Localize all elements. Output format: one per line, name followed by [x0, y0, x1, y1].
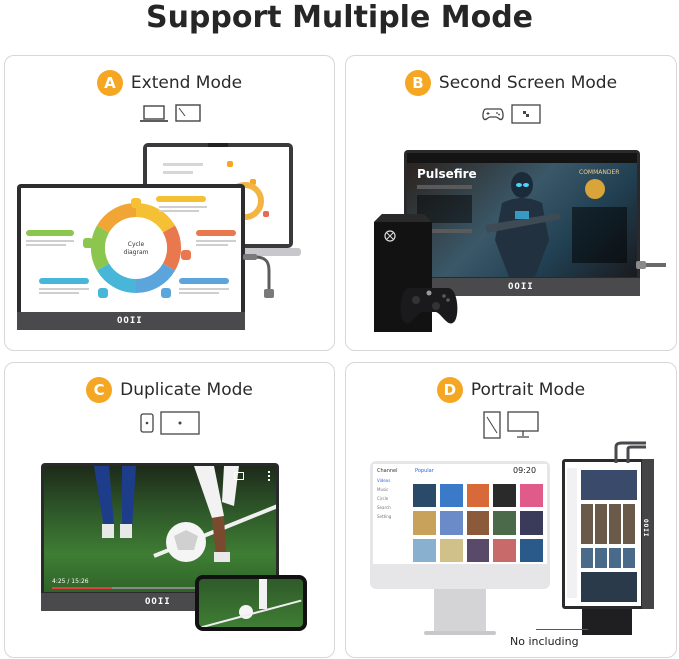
monitor-icon — [174, 104, 201, 122]
brand-logo: OOII — [117, 316, 143, 326]
panel-header: B Second Screen Mode — [346, 70, 676, 96]
mode-icons — [5, 411, 334, 435]
soldier-figure — [485, 172, 561, 277]
sidebar-item-music[interactable]: Music — [377, 487, 389, 492]
sidebar-item-search[interactable]: Search — [377, 505, 391, 510]
mode-label: Extend Mode — [130, 73, 243, 93]
sidebar: Videos Music Circle Search Setting — [377, 476, 407, 560]
clock: 09:20 — [513, 466, 537, 475]
sidebar-item-videos[interactable]: Videos — [377, 478, 391, 483]
monitor-icon — [511, 104, 541, 124]
panel-header: C Duplicate Mode — [5, 377, 334, 403]
portable-monitor: 4:25 / 15:26 OOII — [41, 463, 279, 611]
brand-logo: OOII — [145, 597, 171, 607]
mode-badge: C — [86, 377, 113, 403]
football-screen: 4:25 / 15:26 — [44, 466, 276, 592]
mode-icons — [346, 104, 676, 124]
mode-label: Second Screen Mode — [438, 73, 618, 93]
game-right-title: COMMANDER — [579, 169, 620, 176]
mode-badge: A — [96, 70, 123, 96]
window-title: Channel — [377, 468, 398, 474]
media-grid — [413, 484, 543, 562]
game-logo: Pulsefire — [417, 167, 477, 181]
portable-monitor: Cycle diagram — [17, 184, 245, 330]
mode-icons — [346, 411, 676, 439]
page-title: Support Multiple Mode — [145, 0, 534, 35]
callout-line — [536, 629, 588, 630]
sidebar-item-circle[interactable]: Circle — [377, 496, 389, 501]
mode-icons — [5, 104, 334, 124]
panel-portrait-mode: D Portrait Mode Channel Popular 09:20 Vi… — [345, 362, 677, 658]
cycle-center-line2: diagram — [124, 249, 149, 256]
more-icon[interactable] — [268, 471, 272, 481]
players-illustration — [94, 466, 239, 562]
cast-icon[interactable] — [234, 472, 244, 480]
monitor-stand — [582, 609, 632, 635]
panel-header: D Portrait Mode — [346, 377, 676, 403]
mode-label: Duplicate Mode — [120, 380, 253, 400]
panel-extend-mode: A Extend Mode — [4, 55, 335, 351]
desktop-icon — [507, 411, 539, 438]
panel-duplicate-mode: C Duplicate Mode — [4, 362, 335, 658]
cycle-diagram: Cycle diagram — [26, 196, 236, 298]
panel-header: A Extend Mode — [5, 70, 334, 96]
game-screen: Pulsefire COMMANDER — [407, 153, 637, 277]
gamepad-controller — [400, 288, 458, 324]
sidebar-item-setting[interactable]: Setting — [377, 514, 392, 519]
mode-badge: D — [436, 377, 463, 403]
mode-badge: B — [404, 70, 431, 96]
portrait-monitor-icon — [483, 411, 501, 439]
desktop-monitor: Channel Popular 09:20 Videos Music Circl… — [370, 461, 550, 589]
phone-icon — [139, 413, 154, 433]
portable-monitor: Pulsefire COMMANDER OOII — [404, 150, 640, 296]
desktop-stand — [434, 589, 486, 633]
brand-logo: OOII — [508, 282, 534, 292]
excluded-note: No including — [510, 635, 579, 648]
section-title: Popular — [415, 468, 434, 474]
usb-c-cable — [243, 254, 274, 298]
brand-logo: OOII — [642, 519, 649, 538]
usb-c-cable — [636, 261, 666, 269]
monitor-icon — [159, 411, 200, 435]
video-time: 4:25 / 15:26 — [52, 578, 89, 585]
video-progress-bar[interactable] — [52, 587, 267, 589]
panel-second-screen-mode: B Second Screen Mode Pulsefire — [345, 55, 677, 351]
portrait-monitor: OOII — [562, 459, 654, 609]
laptop-icon — [139, 105, 168, 122]
gamepad-icon — [482, 108, 504, 121]
mode-label: Portrait Mode — [470, 380, 586, 400]
smartphone — [195, 575, 307, 631]
cycle-center-line1: Cycle — [128, 241, 145, 248]
usb-c-cable — [614, 441, 646, 463]
